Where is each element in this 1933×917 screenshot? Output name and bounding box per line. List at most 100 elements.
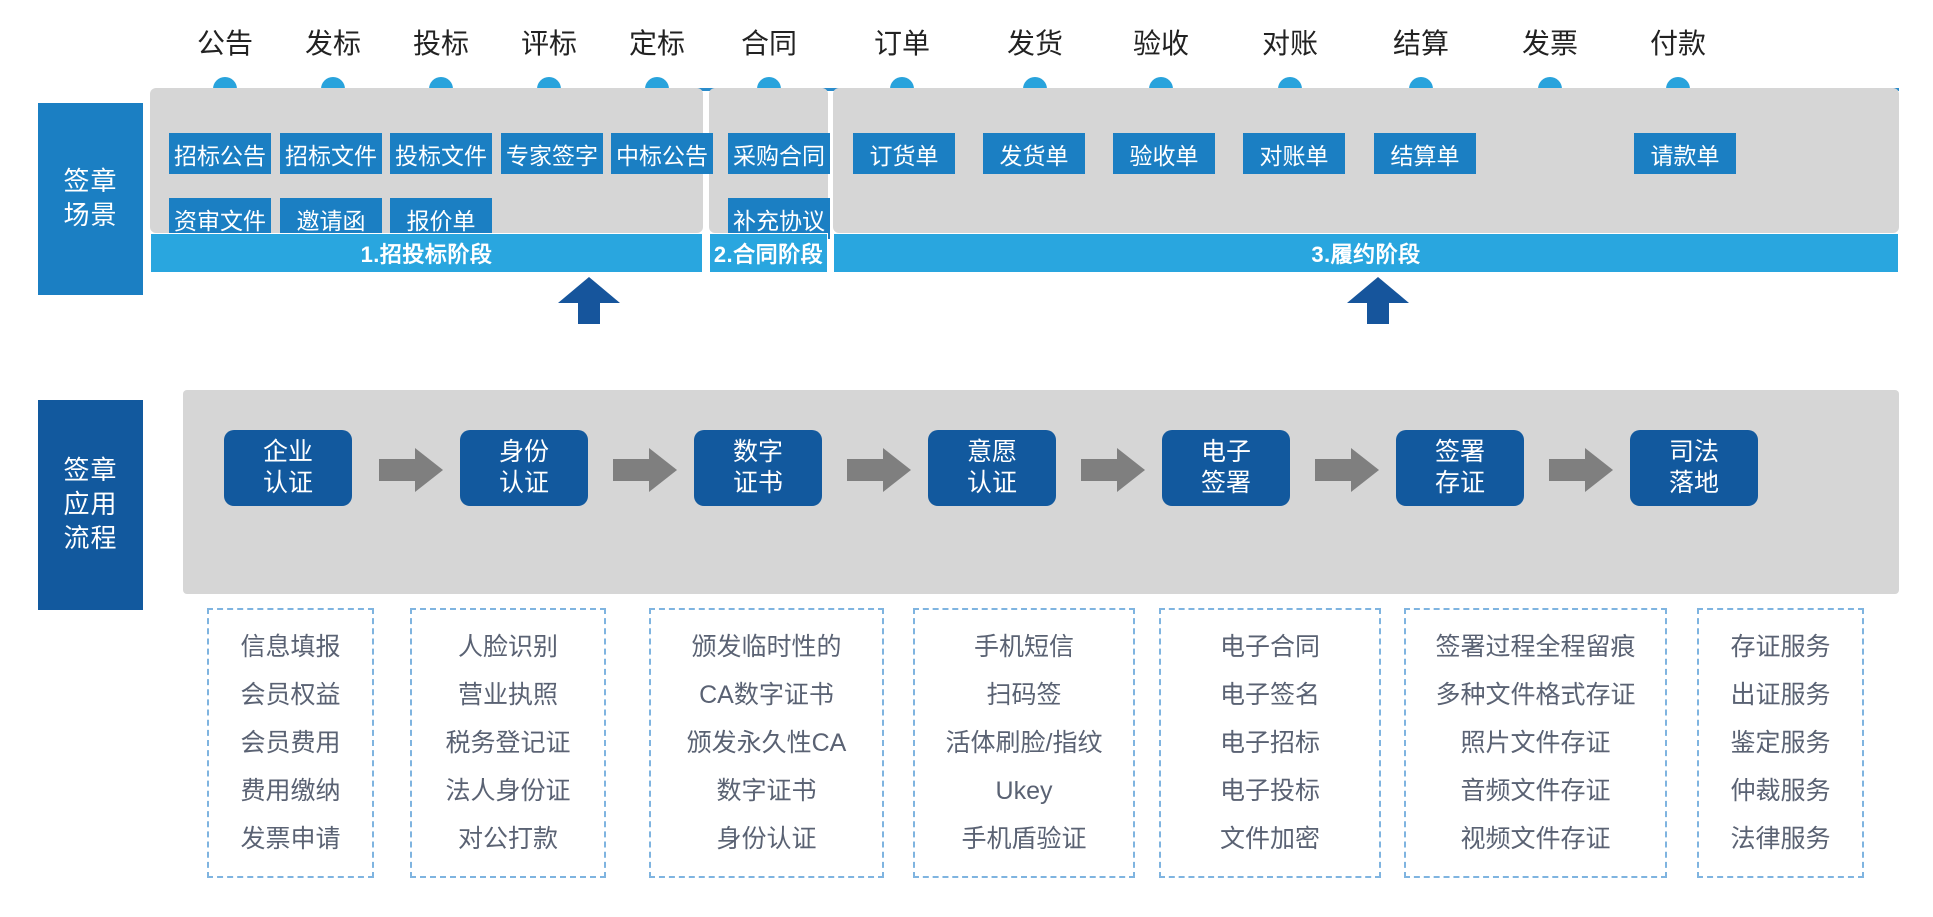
flow-step-6-line-1: 落地 (1668, 469, 1719, 497)
scene-badge-reconciliation[interactable]: 对账单 (1243, 133, 1345, 174)
flow-step-3-line-0: 意愿 (966, 437, 1017, 466)
flow-step-judicial-landing[interactable]: 司法 落地 (1630, 430, 1758, 506)
flow-step-3-line-1: 认证 (966, 469, 1017, 497)
timeline-label-7: 发货 (1006, 29, 1063, 60)
timeline-label-4: 定标 (628, 29, 685, 60)
flow-step-2-line-1: 证书 (732, 469, 783, 497)
detail-item-1-0: 人脸识别 (457, 633, 558, 661)
side-label-flow-line-1: 签章 (63, 455, 118, 486)
flow-step-identity-auth[interactable]: 身份 认证 (460, 430, 588, 506)
timeline-label-1: 发标 (304, 29, 361, 60)
flow-step-5-line-1: 存证 (1434, 469, 1485, 497)
detail-item-4-0: 电子合同 (1219, 633, 1320, 661)
detail-item-2-4: 身份认证 (716, 825, 817, 853)
flow-step-intent-auth[interactable]: 意愿 认证 (928, 430, 1056, 506)
scene-badge-settlement-note[interactable]: 结算单 (1374, 133, 1476, 174)
detail-item-6-3: 仲裁服务 (1730, 777, 1831, 805)
flow-arrow-icon-1 (613, 448, 677, 492)
detail-box-signing-evidence: 签署过程全程留痕 多种文件格式存证 照片文件存证 音频文件存证 视频文件存证 (1404, 608, 1667, 878)
detail-box-electronic-signing: 电子合同 电子签名 电子招标 电子投标 文件加密 (1159, 608, 1381, 878)
detail-item-3-4: 手机盾验证 (961, 825, 1087, 853)
detail-item-0-2: 会员费用 (240, 729, 341, 757)
flow-step-1-line-1: 认证 (498, 469, 549, 497)
flow-step-digital-certificate[interactable]: 数字 证书 (694, 430, 822, 506)
scene-badge-bid-document[interactable]: 投标文件 (390, 133, 492, 174)
detail-item-6-0: 存证服务 (1730, 633, 1831, 661)
detail-item-3-2: 活体刷脸/指纹 (945, 729, 1103, 757)
flow-step-5-line-0: 签署 (1434, 437, 1485, 466)
scene-badge-purchase-contract[interactable]: 采购合同 (728, 133, 830, 174)
detail-item-3-0: 手机短信 (973, 633, 1074, 661)
detail-item-0-4: 发票申请 (240, 825, 341, 853)
detail-item-6-1: 出证服务 (1730, 681, 1831, 709)
side-label-signature-flow: 签章 应用 流程 (38, 400, 143, 610)
timeline-label-5: 合同 (740, 29, 797, 60)
detail-item-0-0: 信息填报 (240, 633, 341, 661)
up-arrow-head-right (1347, 277, 1409, 303)
detail-box-digital-certificate: 颁发临时性的 CA数字证书 颁发永久性CA 数字证书 身份认证 (649, 608, 884, 878)
scene-badge-delivery-note[interactable]: 发货单 (983, 133, 1085, 174)
up-arrow-icon-right (1347, 277, 1409, 324)
timeline-label-12: 付款 (1649, 29, 1706, 60)
flow-step-electronic-signing[interactable]: 电子 签署 (1162, 430, 1290, 506)
detail-item-6-2: 鉴定服务 (1730, 729, 1831, 757)
scene-badge-tender-document[interactable]: 招标文件 (280, 133, 382, 174)
detail-item-2-3: 数字证书 (716, 777, 817, 805)
detail-box-enterprise-auth: 信息填报 会员权益 会员费用 费用缴纳 发票申请 (207, 608, 374, 878)
side-label-flow-line-2: 应用 (63, 489, 118, 520)
stage-bar-performance[interactable]: 3.履约阶段 (833, 233, 1899, 273)
detail-box-intent-auth: 手机短信 扫码签 活体刷脸/指纹 Ukey 手机盾验证 (913, 608, 1135, 878)
detail-item-0-3: 费用缴纳 (240, 777, 341, 805)
timeline-label-11: 发票 (1521, 29, 1578, 60)
flow-step-4-line-1: 签署 (1200, 469, 1251, 497)
up-arrow-head-left (558, 277, 620, 303)
timeline-label-9: 对账 (1261, 29, 1318, 60)
flow-step-enterprise-auth[interactable]: 企业 认证 (224, 430, 352, 506)
timeline-label-3: 评标 (520, 29, 577, 60)
scene-badge-supplementary-agmt[interactable]: 补充协议 (728, 198, 830, 239)
flow-arrow-icon-3 (1081, 448, 1145, 492)
scene-badge-quotation[interactable]: 报价单 (390, 198, 492, 239)
flow-arrow-icon-4 (1315, 448, 1379, 492)
up-arrow-icon-left (558, 277, 620, 324)
flow-step-4-line-0: 电子 (1200, 437, 1251, 466)
detail-box-identity-auth: 人脸识别 营业执照 税务登记证 法人身份证 对公打款 (410, 608, 606, 878)
flow-step-2-line-0: 数字 (732, 437, 783, 466)
scene-badge-invitation-letter[interactable]: 邀请函 (280, 198, 382, 239)
flow-arrow-icon-2 (847, 448, 911, 492)
detail-item-1-2: 税务登记证 (445, 729, 571, 757)
detail-item-4-2: 电子招标 (1219, 729, 1320, 757)
detail-item-5-2: 照片文件存证 (1460, 729, 1611, 757)
detail-item-5-0: 签署过程全程留痕 (1435, 633, 1636, 661)
stage-bar-bidding[interactable]: 1.招投标阶段 (150, 233, 703, 273)
detail-item-1-1: 营业执照 (457, 681, 558, 709)
scene-badge-qualification-doc[interactable]: 资审文件 (169, 198, 271, 239)
detail-item-1-4: 对公打款 (457, 825, 558, 853)
detail-item-5-1: 多种文件格式存证 (1435, 681, 1636, 709)
scene-badge-payment-request[interactable]: 请款单 (1634, 133, 1736, 174)
detail-item-4-3: 电子投标 (1219, 777, 1320, 805)
signature-flow-panel: 企业 认证 身份 认证 数字 证书 意愿 认证 电子 签署 签署 存证 (183, 390, 1899, 594)
scene-badge-expert-signature[interactable]: 专家签字 (501, 133, 603, 174)
detail-item-4-1: 电子签名 (1219, 681, 1320, 709)
detail-item-0-1: 会员权益 (240, 681, 341, 709)
flow-step-0-line-0: 企业 (262, 437, 313, 466)
detail-item-3-1: 扫码签 (986, 681, 1062, 709)
detail-item-5-3: 音频文件存证 (1460, 777, 1611, 805)
detail-box-judicial-landing: 存证服务 出证服务 鉴定服务 仲裁服务 法律服务 (1697, 608, 1864, 878)
timeline-label-0: 公告 (196, 29, 253, 60)
scene-badge-purchase-order[interactable]: 订货单 (853, 133, 955, 174)
scene-badge-acceptance-note[interactable]: 验收单 (1113, 133, 1215, 174)
detail-item-4-4: 文件加密 (1219, 825, 1320, 853)
scene-badge-tender-notice[interactable]: 招标公告 (169, 133, 271, 174)
detail-item-1-3: 法人身份证 (445, 777, 571, 805)
flow-arrow-icon-0 (379, 448, 443, 492)
flow-step-signing-evidence[interactable]: 签署 存证 (1396, 430, 1524, 506)
detail-item-6-4: 法律服务 (1730, 825, 1831, 853)
stage-bar-contract[interactable]: 2.合同阶段 (709, 233, 828, 273)
detail-item-2-0: 颁发临时性的 (691, 633, 842, 661)
scene-badge-award-notice[interactable]: 中标公告 (611, 133, 713, 174)
side-label-scene-line-2: 场景 (63, 200, 118, 230)
flow-arrow-icon-5 (1549, 448, 1613, 492)
